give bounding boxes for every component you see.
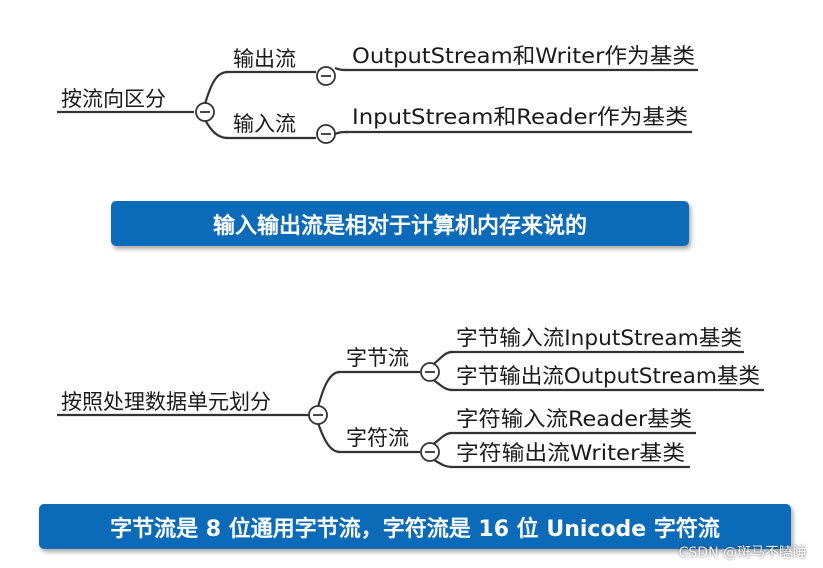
branch-node-text: 输出流 — [233, 47, 296, 71]
watermark: CSDN @斑马不瞌睡 — [678, 545, 807, 561]
leaf-node-text: OutputStream和Writer作为基类 — [352, 44, 695, 68]
leaf-node-text: 字节输出流OutputStream基类 — [456, 364, 760, 388]
info-banner-memory: 输入输出流是相对于计算机内存来说的 — [111, 201, 689, 246]
collapse-toggle-branch[interactable] — [420, 362, 440, 382]
collapse-toggle-root[interactable] — [308, 405, 328, 425]
leaf-node-text: 字符输入流Reader基类 — [456, 407, 692, 431]
root-node-text: 按照处理数据单元划分 — [61, 390, 271, 414]
branch-node-text: 字节流 — [346, 346, 409, 370]
mind-map-data-unit: 按照处理数据单元划分 字节流 字符流 字节输入流InputStream基类 字节… — [57, 326, 764, 469]
collapse-toggle-branch[interactable] — [420, 442, 440, 462]
connector — [204, 119, 229, 140]
collapse-toggle-branch[interactable] — [316, 66, 336, 86]
connector — [431, 431, 453, 446]
connector — [203, 70, 229, 105]
connector — [316, 422, 341, 454]
mind-map-flow-direction: 按流向区分 输出流 输入流 OutputStream和Writer作为基类 In… — [57, 44, 698, 144]
connector — [316, 370, 341, 408]
connector — [431, 378, 453, 392]
collapse-toggle-branch[interactable] — [316, 124, 336, 144]
leaf-node-text: 字符输出流Writer基类 — [456, 441, 685, 465]
collapse-toggle-root[interactable] — [195, 102, 215, 122]
info-banner-stream-bits: 字节流是 8 位通用字节流，字符流是 16 位 Unicode 字符流 — [39, 504, 791, 549]
leaf-node-text: InputStream和Reader作为基类 — [352, 105, 688, 129]
leaf-node-text: 字节输入流InputStream基类 — [456, 326, 742, 350]
root-node-text: 按流向区分 — [61, 87, 166, 111]
connector — [431, 350, 453, 366]
branch-node-text: 字符流 — [346, 426, 409, 450]
branch-node-text: 输入流 — [233, 112, 296, 136]
